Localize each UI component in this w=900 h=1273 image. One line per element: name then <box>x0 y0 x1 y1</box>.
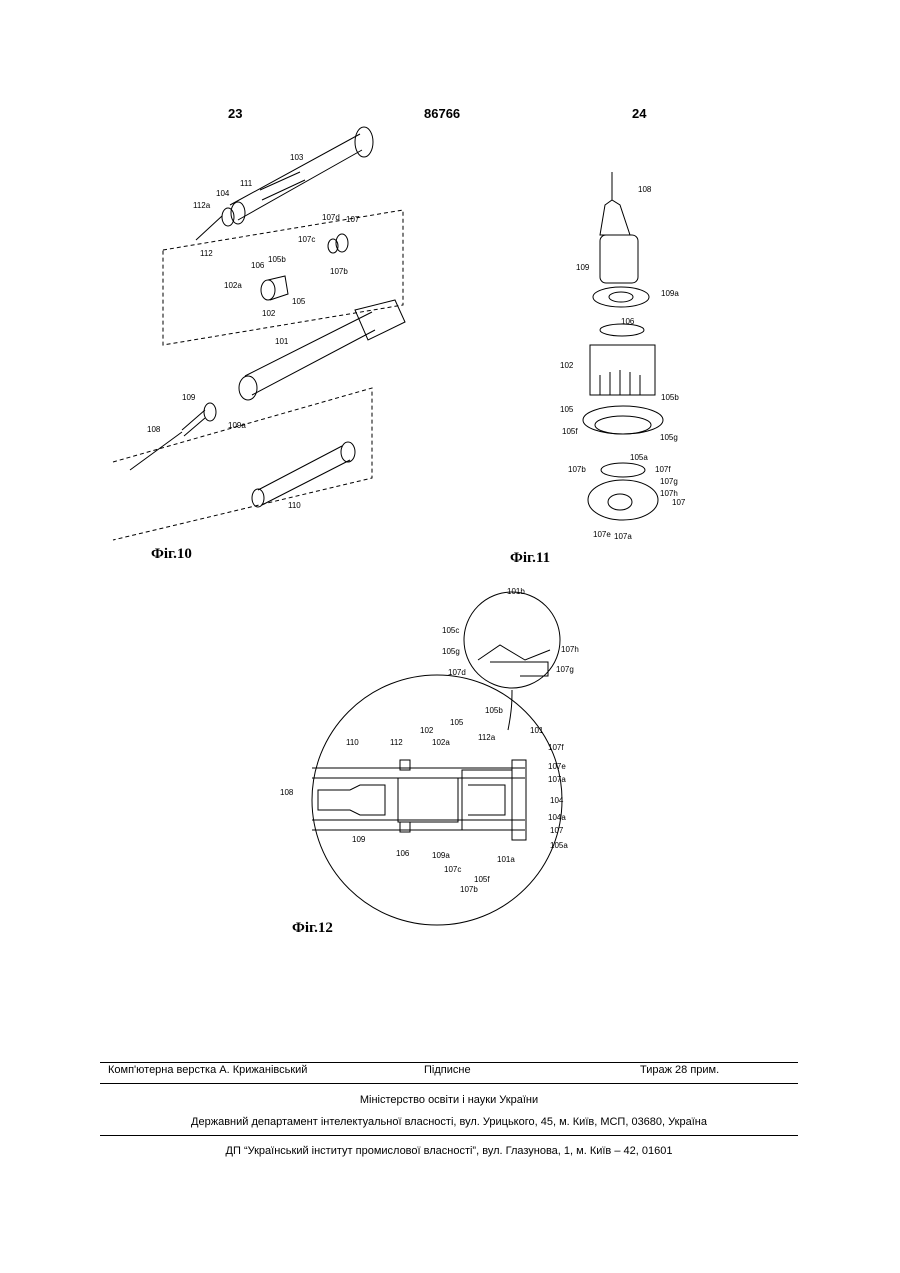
fig12-label-19: 104a <box>548 813 566 822</box>
fig10-label-11: 102a <box>224 281 242 290</box>
footer-composer: Комп'ютерна верстка А. Крижанівський <box>108 1064 307 1076</box>
fig10-label-1: 111 <box>240 179 253 188</box>
fig11-label-1: 109 <box>576 263 590 272</box>
fig12-label-18: 104 <box>550 796 564 805</box>
fig12-label-14: 102a <box>432 738 450 747</box>
fig11-label-14: 107 <box>672 498 686 507</box>
fig12-label-13: 102 <box>420 726 434 735</box>
fig10-label-10: 105b <box>268 255 286 264</box>
fig10-label-14: 101 <box>275 337 289 346</box>
fig12-labels: 101b 105c 105g 107h 107d 107g 105b 105 112a 10… <box>280 587 579 894</box>
fig12-label-6: 105b <box>485 706 503 715</box>
fig11-label-3: 106 <box>621 317 635 326</box>
fig10-label-13: 102 <box>262 309 276 318</box>
fig11-label-0: 108 <box>638 185 652 194</box>
fig11-label-4: 102 <box>560 361 574 370</box>
fig11-drawing <box>583 172 663 520</box>
fig10-label-18: 110 <box>288 501 301 510</box>
fig11-label-10: 107b <box>568 465 586 474</box>
fig11-label-5: 105b <box>661 393 679 402</box>
fig12-label-1: 105c <box>442 626 459 635</box>
fig10-label-2: 104 <box>216 189 230 198</box>
fig12-label-12: 112 <box>390 738 403 747</box>
fig11-label-6: 105 <box>560 405 574 414</box>
fig12-label-27: 105f <box>474 875 490 884</box>
fig10-label-4: 112 <box>200 249 213 258</box>
footer-ministry: Міністерство освіти і науки України <box>100 1094 798 1106</box>
fig12-label-11: 110 <box>346 738 359 747</box>
fig10-caption: Фіг.10 <box>151 546 192 563</box>
fig11-label-9: 105a <box>630 453 648 462</box>
fig10-label-7: 107c <box>298 235 315 244</box>
fig10-label-16: 109a <box>228 421 246 430</box>
fig12-label-24: 109a <box>432 851 450 860</box>
fig12-label-9: 101 <box>530 726 544 735</box>
patent-drawings: 103111104 112a112107d 107107c107b 106105… <box>0 0 900 1000</box>
footer-signed: Підписне <box>424 1064 471 1076</box>
fig12-label-15: 107e <box>548 762 566 771</box>
fig12-label-7: 105 <box>450 718 464 727</box>
fig11-label-2: 109a <box>661 289 679 298</box>
fig12-label-4: 107d <box>448 668 466 677</box>
fig12-drawing <box>312 592 562 925</box>
fig12-label-17: 108 <box>280 788 294 797</box>
fig10-label-12: 105 <box>292 297 306 306</box>
fig10-label-8: 107b <box>330 267 348 276</box>
fig12-label-2: 105g <box>442 647 460 656</box>
fig10-label-17: 108 <box>147 425 161 434</box>
fig10-drawing <box>113 127 405 540</box>
fig10-label-3: 112a <box>193 201 211 210</box>
fig11-caption: Фіг.11 <box>510 550 550 567</box>
fig12-label-25: 107c <box>444 865 461 874</box>
fig11-label-11: 107f <box>655 465 671 474</box>
fig10-label-9: 106 <box>251 261 265 270</box>
fig12-label-28: 107b <box>460 885 478 894</box>
fig12-label-8: 112a <box>478 733 496 742</box>
fig12-label-21: 105a <box>550 841 568 850</box>
fig12-label-0: 101b <box>507 587 525 596</box>
fig12-label-16: 107a <box>548 775 566 784</box>
fig10-label-5: 107d <box>322 213 340 222</box>
fig12-caption: Фіг.12 <box>292 920 333 937</box>
fig10-labels: 103111104 112a112107d 107107c107b 106105… <box>147 153 360 510</box>
fig12-label-3: 107h <box>561 645 579 654</box>
fig12-label-10: 107f <box>548 743 564 752</box>
fig12-label-20: 107 <box>550 826 564 835</box>
fig11-label-15: 107e <box>593 530 611 539</box>
fig12-label-26: 101a <box>497 855 515 864</box>
fig11-label-7: 105f <box>562 427 578 436</box>
fig10-label-6: 107 <box>346 215 360 224</box>
fig11-label-13: 107h <box>660 489 678 498</box>
footer-rule-bottom <box>100 1135 798 1136</box>
fig11-labels: 108 109 109a 106 102 105b 105 105f 105g 105a 10… <box>560 185 686 541</box>
fig12-label-5: 107g <box>556 665 574 674</box>
fig12-label-23: 106 <box>396 849 410 858</box>
fig12-label-22: 109 <box>352 835 366 844</box>
footer-rule-middle <box>100 1083 798 1084</box>
fig11-label-16: 107a <box>614 532 632 541</box>
fig11-label-8: 105g <box>660 433 678 442</box>
footer-department: Державний департамент інтелектуальної вл… <box>100 1116 798 1128</box>
fig11-label-12: 107g <box>660 477 678 486</box>
fig10-label-15: 109 <box>182 393 196 402</box>
fig10-label-0: 103 <box>290 153 304 162</box>
footer-institute: ДП “Український інститут промислової вла… <box>100 1145 798 1157</box>
footer-rule-top <box>100 1062 798 1063</box>
footer-circulation: Тираж 28 прим. <box>640 1064 719 1076</box>
